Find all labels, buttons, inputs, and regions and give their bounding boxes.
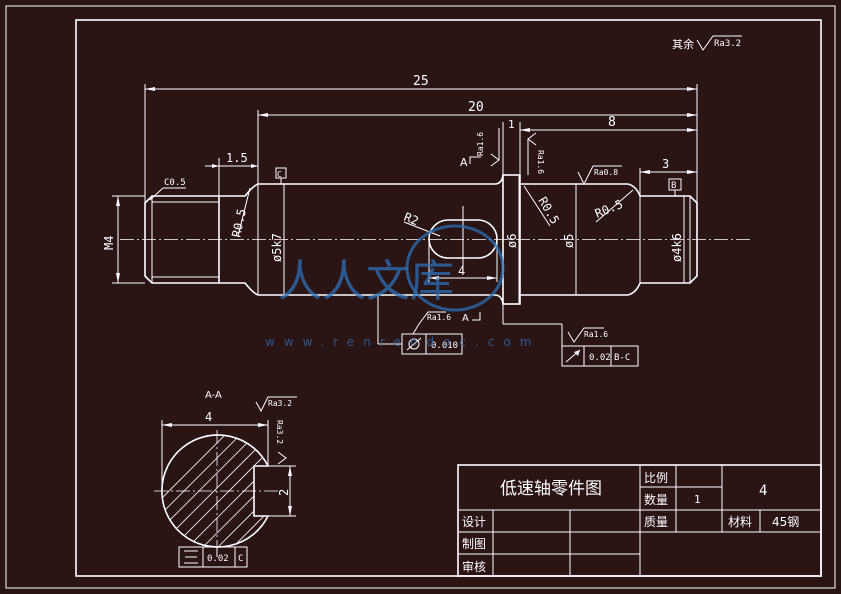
radius-collar-label: R0.5 <box>523 185 562 227</box>
roughness-collar-left: Ra1.6 <box>476 128 500 167</box>
svg-text:Ra1.6: Ra1.6 <box>584 330 608 339</box>
title-block: 低速轴零件图 比例 4 数量 1 质量 材料 45钢 设计 制图 审核 <box>457 464 822 577</box>
svg-text:Ra1.6: Ra1.6 <box>476 132 485 156</box>
svg-text:1: 1 <box>694 493 701 506</box>
dim-right-end: 3 <box>639 157 697 196</box>
svg-text:1: 1 <box>508 118 515 131</box>
svg-text:R0.5: R0.5 <box>593 197 625 221</box>
dim-right-step: 8 1 <box>502 115 697 175</box>
svg-text:0.02: 0.02 <box>589 353 611 363</box>
section-marker: A <box>460 156 481 169</box>
svg-text:0.02: 0.02 <box>207 554 229 564</box>
svg-text:材料: 材料 <box>728 515 752 529</box>
svg-text:数量: 数量 <box>644 492 668 507</box>
svg-text:Ra3.2: Ra3.2 <box>275 420 284 444</box>
svg-text:A: A <box>462 313 469 324</box>
svg-text:20: 20 <box>468 100 484 115</box>
svg-text:B-C: B-C <box>614 353 630 363</box>
datum-c: C <box>275 167 287 184</box>
svg-text:45钢: 45钢 <box>772 515 799 529</box>
svg-text:Ra1.6: Ra1.6 <box>427 313 451 322</box>
svg-text:R2: R2 <box>402 210 421 228</box>
svg-text:www.renrendoc.com: www.renrendoc.com <box>265 335 540 349</box>
svg-text:ø6: ø6 <box>505 234 519 248</box>
dim-thread: M4 <box>102 195 145 284</box>
svg-text:ø4k6: ø4k6 <box>670 233 684 262</box>
radius-left-label: R0.5 <box>229 187 251 239</box>
watermark: 人人文库 www.renrendoc.com <box>265 224 540 349</box>
svg-text:C: C <box>277 170 282 179</box>
svg-text:Ra0.8: Ra0.8 <box>594 168 618 177</box>
svg-text:1.5: 1.5 <box>226 151 248 165</box>
svg-text:其余: 其余 <box>672 37 694 51</box>
svg-text:8: 8 <box>608 115 616 130</box>
svg-text:Ra3.2: Ra3.2 <box>268 399 292 408</box>
outer-border <box>5 5 836 589</box>
radius-right-label: R0.5 <box>593 189 634 223</box>
roughness-collar-right: Ra1.6 <box>527 132 545 175</box>
chamfer-label: C0.5 <box>149 178 186 201</box>
svg-text:4: 4 <box>759 483 767 499</box>
general-roughness-note: 其余 Ra3.2 <box>672 35 742 51</box>
svg-text:M4: M4 <box>102 236 116 250</box>
svg-text:C: C <box>238 554 243 564</box>
runout-tolerance-frame: 0.010 Ra1.6 A <box>377 295 481 355</box>
section-hatch <box>161 435 268 547</box>
svg-text:C0.5: C0.5 <box>164 178 186 188</box>
dim-left-step: 1.5 <box>205 151 258 196</box>
svg-text:0.010: 0.010 <box>431 341 458 351</box>
roughness-right-shaft: Ra0.8 <box>577 165 622 186</box>
dim-right-diameter: ø4k6 <box>670 196 685 283</box>
section-view: A-A 4 2 <box>154 390 297 568</box>
dim-overall: 25 <box>144 74 698 203</box>
svg-text:4: 4 <box>205 410 212 424</box>
svg-text:A: A <box>460 156 468 169</box>
drawing-name: 低速轴零件图 <box>500 479 602 499</box>
svg-text:4: 4 <box>458 264 465 278</box>
datum-b: B <box>668 178 682 196</box>
svg-text:制图: 制图 <box>462 537 486 551</box>
svg-text:25: 25 <box>413 74 429 89</box>
svg-text:ø5: ø5 <box>562 234 576 248</box>
svg-text:A-A: A-A <box>205 390 222 401</box>
svg-text:Ra1.6: Ra1.6 <box>536 150 545 174</box>
dim-main-diameter: ø5k7 <box>270 184 285 295</box>
svg-text:比例: 比例 <box>644 471 668 485</box>
svg-text:ø5k7: ø5k7 <box>270 233 284 262</box>
svg-text:审核: 审核 <box>462 559 486 574</box>
svg-text:2: 2 <box>277 489 291 496</box>
watermark-logo <box>405 224 505 312</box>
svg-text:质量: 质量 <box>644 515 668 529</box>
inner-border <box>75 19 822 577</box>
svg-text:设计: 设计 <box>462 515 486 529</box>
svg-text:Ra3.2: Ra3.2 <box>714 39 741 49</box>
dim-collar-diameter: ø6 <box>505 175 520 304</box>
svg-text:人人文库: 人人文库 <box>278 256 454 307</box>
dim-body: 20 <box>257 100 697 184</box>
svg-text:B: B <box>671 181 676 191</box>
collar-runout-tolerance-frame: 0.02 B-C Ra1.6 <box>502 304 639 367</box>
radius-key-label: R2 <box>402 210 441 237</box>
svg-text:3: 3 <box>662 157 669 171</box>
svg-text:R0.5: R0.5 <box>229 207 249 238</box>
dim-mid-diameter: ø5 <box>562 184 577 295</box>
